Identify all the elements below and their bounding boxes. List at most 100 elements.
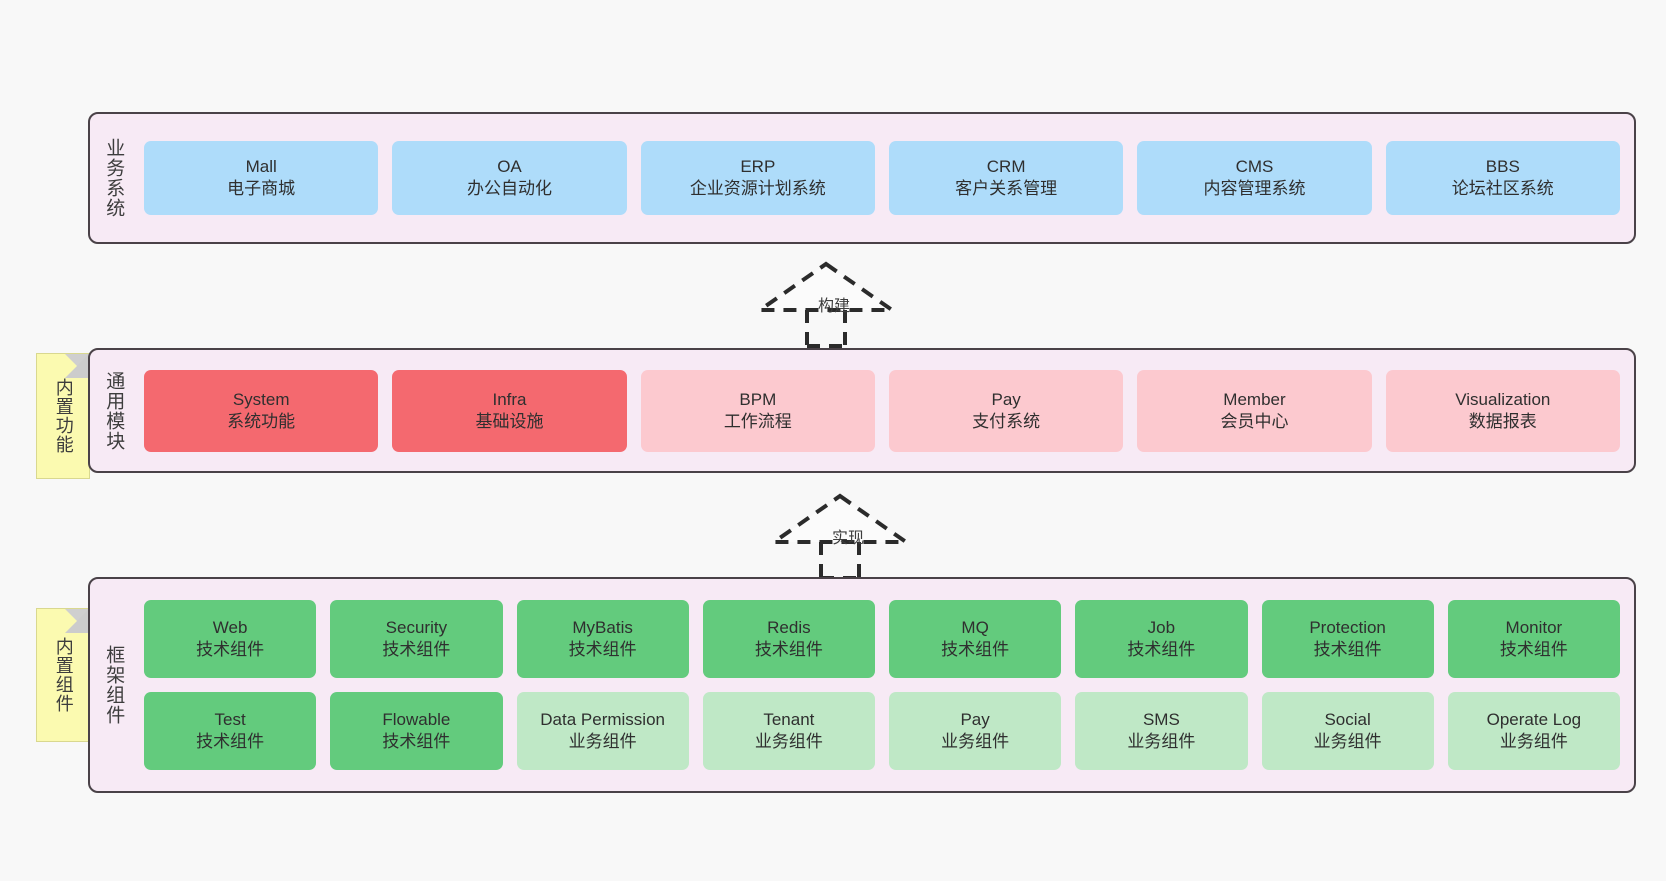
node-test[interactable]: Test 技术组件 [144,692,317,770]
node-title: ERP [740,157,776,177]
node-title: Visualization [1455,389,1551,409]
node-subtitle: 企业资源计划系统 [689,179,826,198]
node-row: Test 技术组件 Flowable 技术组件 Data Permission … [144,692,1620,770]
node-subtitle: 系统功能 [227,411,296,431]
node-subtitle: 业务组件 [754,732,823,751]
node-flowable[interactable]: Flowable 技术组件 [330,692,503,770]
node-subtitle: 业务组件 [568,732,637,751]
node-title: MyBatis [572,618,633,638]
node-subtitle: 电子商城 [227,179,296,198]
note-builtin-function: 内置功能 [36,353,90,479]
node-subtitle: 工作流程 [723,411,792,431]
node-row: Web 技术组件 Security 技术组件 MyBatis 技术组件 Redi… [144,600,1620,678]
node-subtitle: 内容管理系统 [1203,179,1306,198]
node-subtitle: 业务组件 [1499,732,1568,751]
layer-title-common-modules: 通用模块 [103,370,125,451]
node-title: Social [1324,710,1371,730]
node-security[interactable]: Security 技术组件 [330,600,503,678]
node-row: Mall 电子商城 OA 办公自动化 ERP 企业资源计划系统 CRM 客户关系… [144,141,1620,215]
node-bbs[interactable]: BBS 论坛社区系统 [1385,141,1620,215]
node-redis[interactable]: Redis 技术组件 [702,600,875,678]
node-data-permission[interactable]: Data Permission 业务组件 [516,692,689,770]
connector-build-label: 构建 [818,298,851,315]
node-title: Security [385,618,448,638]
node-title: Tenant [763,710,815,730]
node-operate-log[interactable]: Operate Log 业务组件 [1447,692,1620,770]
node-title: Flowable [382,710,451,730]
layer-body-framework-components: Web 技术组件 Security 技术组件 MyBatis 技术组件 Redi… [136,579,1634,791]
node-subtitle: 会员中心 [1220,411,1289,431]
layer-body-common-modules: System 系统功能 Infra 基础设施 BPM 工作流程 Pay 支付系统… [136,350,1634,471]
layer-title-business-system: 业务系统 [103,138,125,218]
node-system[interactable]: System 系统功能 [144,369,379,452]
node-title: Infra [492,389,527,409]
node-subtitle: 客户关系管理 [955,179,1058,198]
node-member[interactable]: Member 会员中心 [1137,369,1372,452]
node-visualization[interactable]: Visualization 数据报表 [1385,369,1620,452]
node-title: System [232,389,290,409]
node-title: MQ [961,618,989,638]
node-sms[interactable]: SMS 业务组件 [1075,692,1248,770]
node-title: SMS [1142,710,1180,730]
note-fold-icon [65,354,89,378]
node-mq[interactable]: MQ 技术组件 [889,600,1062,678]
node-subtitle: 支付系统 [972,411,1041,431]
node-social[interactable]: Social 业务组件 [1261,692,1434,770]
node-erp[interactable]: ERP 企业资源计划系统 [640,141,875,215]
note-label: 内置组件 [53,637,74,713]
layer-framework-components: 框架组件 Web 技术组件 Security 技术组件 MyBatis 技术组件… [88,577,1636,793]
node-subtitle: 业务组件 [1313,732,1382,751]
note-fold-icon [65,609,89,633]
node-title: Job [1147,618,1176,638]
node-mybatis[interactable]: MyBatis 技术组件 [516,600,689,678]
node-title: Member [1223,389,1286,409]
node-subtitle: 技术组件 [1499,640,1568,659]
node-title: Monitor [1505,618,1563,638]
node-title: Pay [991,389,1021,409]
node-subtitle: 技术组件 [196,732,265,751]
node-subtitle: 基础设施 [475,411,544,431]
node-title: CRM [986,157,1026,177]
node-subtitle: 业务组件 [941,732,1010,751]
node-monitor[interactable]: Monitor 技术组件 [1447,600,1620,678]
node-subtitle: 论坛社区系统 [1451,179,1554,198]
node-title: BPM [739,389,777,409]
node-title: Redis [767,618,811,638]
node-subtitle: 技术组件 [1127,640,1196,659]
note-builtin-component: 内置组件 [36,608,90,742]
layer-business-system: 业务系统 Mall 电子商城 OA 办公自动化 ERP 企业资源计划系统 CRM… [88,112,1636,244]
node-cms[interactable]: CMS 内容管理系统 [1137,141,1372,215]
layer-common-modules: 通用模块 System 系统功能 Infra 基础设施 BPM 工作流程 Pay… [88,348,1636,473]
node-title: Operate Log [1486,710,1582,730]
node-pay-module[interactable]: Pay 支付系统 [888,369,1124,452]
node-oa[interactable]: OA 办公自动化 [392,141,627,215]
layer-title-framework-components: 框架组件 [103,645,125,725]
node-title: Web [212,618,248,638]
node-title: Data Permission [540,710,665,730]
connector-implement-label: 实现 [832,530,865,547]
node-pay-component[interactable]: Pay 业务组件 [889,692,1062,770]
node-crm[interactable]: CRM 客户关系管理 [888,141,1124,215]
node-subtitle: 业务组件 [1127,732,1196,751]
node-title: OA [497,157,522,177]
node-title: Protection [1309,618,1386,638]
node-infra[interactable]: Infra 基础设施 [392,369,627,452]
note-label: 内置功能 [53,378,74,454]
node-row: System 系统功能 Infra 基础设施 BPM 工作流程 Pay 支付系统… [144,369,1620,452]
layer-body-business-system: Mall 电子商城 OA 办公自动化 ERP 企业资源计划系统 CRM 客户关系… [136,114,1634,242]
node-mall[interactable]: Mall 电子商城 [144,141,379,215]
node-protection[interactable]: Protection 技术组件 [1261,600,1434,678]
node-bpm[interactable]: BPM 工作流程 [640,369,875,452]
node-title: BBS [1485,157,1520,177]
node-subtitle: 技术组件 [382,640,451,659]
connector-build-arrow [752,258,900,348]
node-subtitle: 数据报表 [1468,411,1537,431]
node-web[interactable]: Web 技术组件 [144,600,317,678]
node-subtitle: 办公自动化 [466,179,552,198]
node-tenant[interactable]: Tenant 业务组件 [702,692,875,770]
node-subtitle: 技术组件 [754,640,823,659]
node-title: Mall [245,157,277,177]
node-subtitle: 技术组件 [1313,640,1382,659]
node-job[interactable]: Job 技术组件 [1075,600,1248,678]
